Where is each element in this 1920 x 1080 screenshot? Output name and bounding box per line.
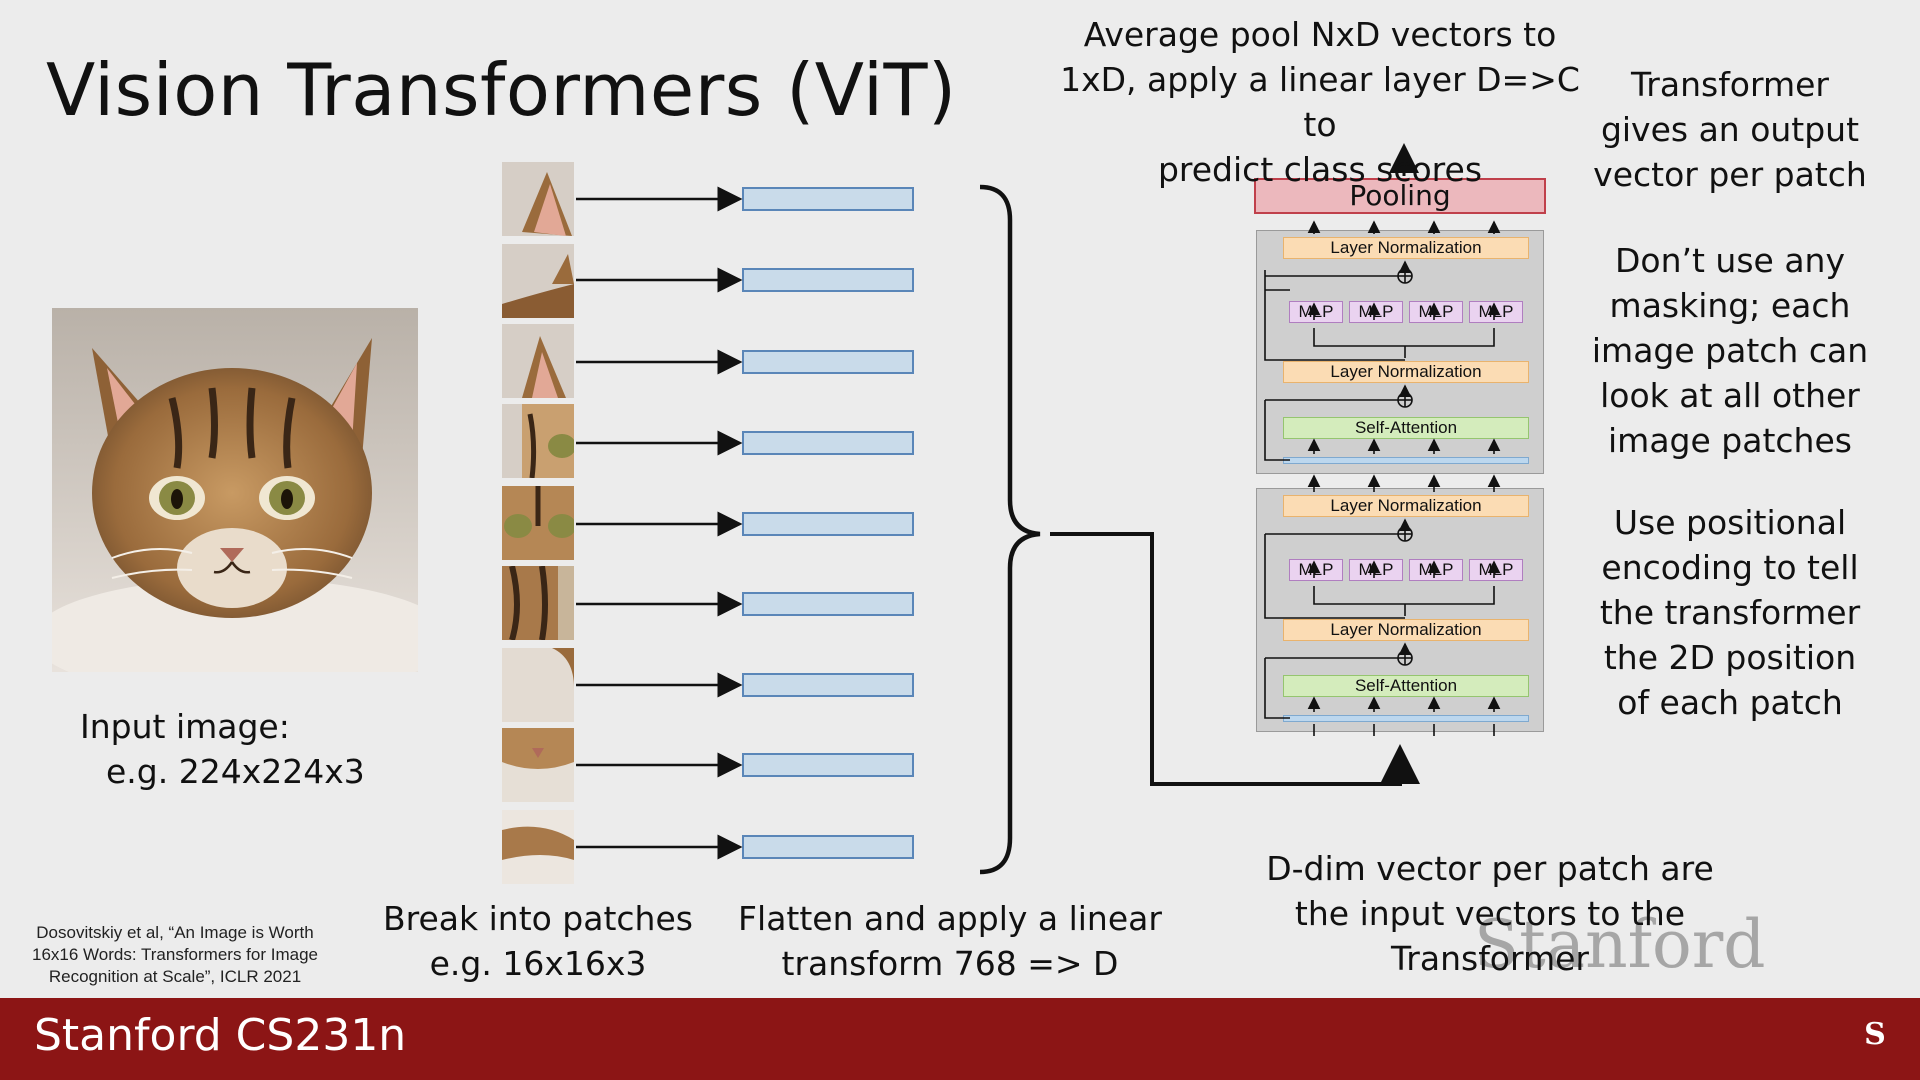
note-line: vector per patch <box>1593 155 1867 194</box>
citation-line: Recognition at Scale”, ICLR 2021 <box>48 967 302 986</box>
patches-caption: Break into patches e.g. 16x16x3 <box>372 896 704 986</box>
pooling-caption-line-2: 1xD, apply a linear layer D=>C to <box>1060 60 1580 144</box>
layer-norm-box: Layer Normalization <box>1283 495 1529 517</box>
flatten-caption-line-1: Flatten and apply a linear <box>738 899 1162 938</box>
citation-line: Dosovitskiy et al, “An Image is Worth <box>36 923 314 942</box>
patches-caption-line-1: Break into patches <box>383 899 693 938</box>
note-line: image patches <box>1608 421 1852 460</box>
input-caption-line-1: Input image: <box>80 707 290 746</box>
patch-vector <box>742 268 914 292</box>
patch-vector <box>742 350 914 374</box>
patch-vector <box>742 592 914 616</box>
image-patch <box>502 810 574 884</box>
pooling-layer: Pooling <box>1254 178 1546 214</box>
curly-brace <box>979 184 1041 875</box>
patch-vector <box>742 835 914 859</box>
image-patch <box>502 244 574 318</box>
note-line: masking; each <box>1609 286 1851 325</box>
patches-caption-line-2: e.g. 16x16x3 <box>429 944 647 983</box>
patch-vector <box>742 673 914 697</box>
input-caption-line-2: e.g. 224x224x3 <box>106 752 365 791</box>
note-output-vector: Transformer gives an output vector per p… <box>1590 62 1870 197</box>
note-positional-encoding: Use positional encoding to tell the tran… <box>1590 500 1870 725</box>
pooling-caption: Average pool NxD vectors to 1xD, apply a… <box>1060 12 1580 192</box>
cat-photo-icon <box>52 308 418 672</box>
input-vectors-caption-line-3: Transformer <box>1390 939 1590 978</box>
note-line: gives an output <box>1600 110 1860 149</box>
image-patch <box>502 648 574 722</box>
note-line: look at all other <box>1600 376 1860 415</box>
note-line: image patch can <box>1591 331 1869 370</box>
image-patch <box>502 162 574 236</box>
patch-vector <box>742 512 914 536</box>
slide-title: Vision Transformers (ViT) <box>46 48 957 132</box>
paper-citation: Dosovitskiy et al, “An Image is Worth 16… <box>20 922 330 988</box>
image-patch <box>502 728 574 802</box>
note-line: the 2D position <box>1603 638 1857 677</box>
patch-vector <box>742 187 914 211</box>
stanford-watermark: Stanford <box>1474 906 1766 983</box>
input-vectors-caption: D-dim vector per patch are the input vec… <box>1250 846 1730 981</box>
self-attention-box: Self-Attention <box>1283 675 1529 697</box>
patch-vector <box>742 753 914 777</box>
self-attention-box: Self-Attention <box>1283 417 1529 439</box>
note-line: of each patch <box>1617 683 1843 722</box>
note-line: Don’t use any <box>1614 241 1845 280</box>
flatten-caption: Flatten and apply a linear transform 768… <box>736 896 1164 986</box>
course-name: Stanford CS231n <box>34 1010 407 1061</box>
pooling-caption-line-1: Average pool NxD vectors to <box>1083 15 1557 54</box>
flatten-caption-line-2: transform 768 => D <box>781 944 1119 983</box>
image-patch <box>502 404 574 478</box>
patch-vector <box>742 431 914 455</box>
note-line: the transformer <box>1599 593 1861 632</box>
footer-bar <box>0 998 1920 1080</box>
input-vectors-caption-line-2: the input vectors to the <box>1294 894 1686 933</box>
image-patch <box>502 486 574 560</box>
note-no-masking: Don’t use any masking; each image patch … <box>1590 238 1870 463</box>
pooling-caption-line-3: predict class scores <box>1157 150 1483 189</box>
brace-to-transformer-arrow <box>1050 532 1420 786</box>
note-line: Use positional <box>1613 503 1847 542</box>
image-patch <box>502 324 574 398</box>
stanford-tree-logo-icon: S <box>1864 1017 1886 1052</box>
note-line: Transformer <box>1630 65 1830 104</box>
citation-line: 16x16 Words: Transformers for Image <box>32 945 318 964</box>
input-vectors-caption-line-1: D-dim vector per patch are <box>1266 849 1714 888</box>
layer-norm-box: Layer Normalization <box>1283 361 1529 383</box>
layer-norm-box: Layer Normalization <box>1283 237 1529 259</box>
note-line: encoding to tell <box>1601 548 1859 587</box>
input-cat-image <box>52 308 418 672</box>
input-image-caption: Input image: e.g. 224x224x3 <box>80 704 410 794</box>
layer-norm-box: Layer Normalization <box>1283 619 1529 641</box>
image-patch <box>502 566 574 640</box>
